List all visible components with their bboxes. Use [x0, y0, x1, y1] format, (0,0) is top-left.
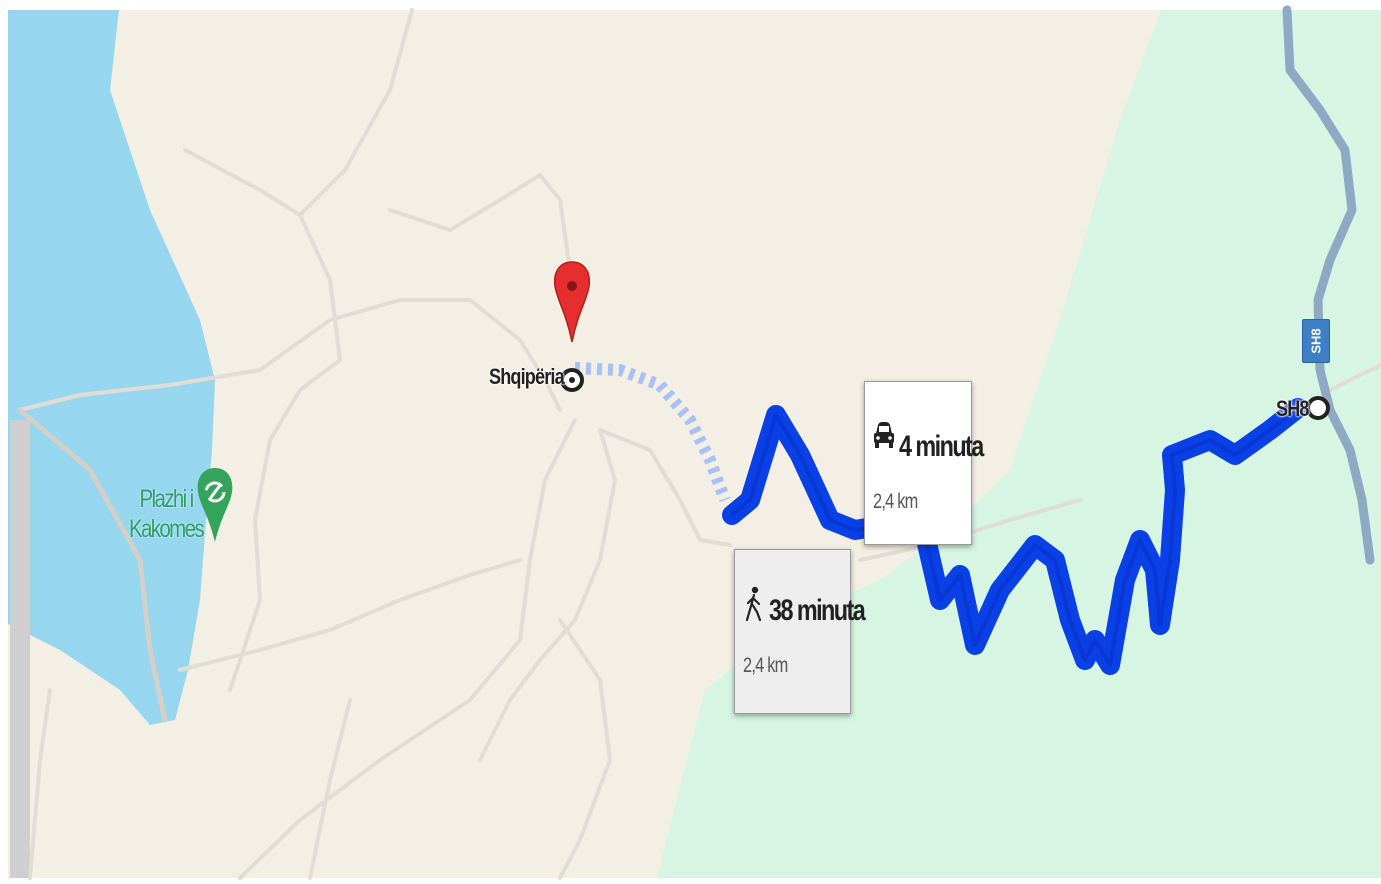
minor-roads	[18, 8, 1381, 880]
walking-route	[574, 362, 731, 503]
road-shield: SH8	[1302, 319, 1330, 363]
driving-route-shade	[730, 406, 1300, 667]
poi-label[interactable]: Plazhi i Kakomes	[127, 484, 206, 544]
car-icon	[874, 422, 894, 448]
river	[1282, 5, 1375, 565]
lake-water	[0, 0, 215, 725]
driving-time: 4 minuta	[899, 430, 984, 463]
beach-icon[interactable]	[197, 468, 233, 542]
frame-bottom	[0, 878, 1381, 884]
frame-left	[0, 0, 8, 884]
destination-pin-icon[interactable]	[553, 261, 591, 343]
driving-route-info[interactable]: 4 minuta 2,4 km	[864, 381, 984, 545]
walking-distance: 2,4 km	[743, 654, 788, 677]
frame-top	[0, 0, 1381, 10]
map-edge-strip	[10, 420, 30, 878]
walking-time: 38 minuta	[769, 594, 866, 627]
main-road	[17, 407, 168, 723]
driving-distance: 2,4 km	[873, 490, 918, 513]
road-end-label[interactable]: SH8	[1276, 396, 1309, 421]
start-point-icon[interactable]	[560, 368, 584, 392]
poi-name-line1: Plazhi i	[139, 485, 195, 513]
destination-label[interactable]: Shqipëria	[489, 364, 565, 389]
end-point-icon[interactable]	[1306, 396, 1330, 420]
walking-route-info[interactable]: 38 minuta 2,4 km	[734, 549, 866, 714]
road-shield-text: SH8	[1308, 328, 1324, 354]
poi-name-line2: Kakomes	[129, 515, 205, 543]
walking-person-icon	[745, 586, 762, 622]
